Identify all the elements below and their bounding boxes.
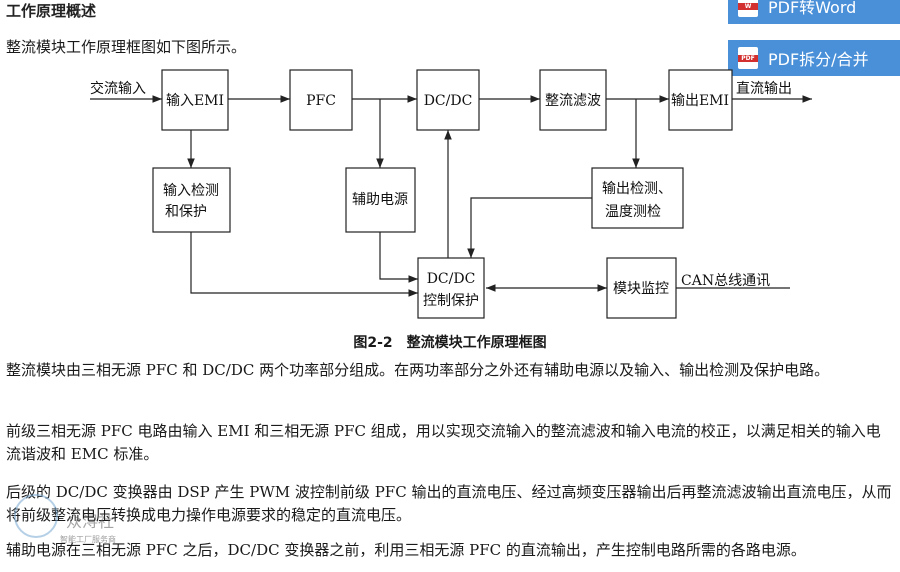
arrow-aux-to-ctrl bbox=[379, 232, 418, 283]
svg-text:PFC: PFC bbox=[306, 93, 336, 109]
arrow-outdetect-to-ctrl bbox=[467, 197, 592, 258]
box-rectify-filter: 整流滤波 bbox=[539, 69, 607, 131]
svg-text:辅助电源: 辅助电源 bbox=[352, 192, 408, 208]
label-can-bus: CAN总线通讯 bbox=[681, 273, 770, 289]
paragraph-3: 后级的 DC/DC 变换器由 DSP 产生 PWM 波控制前级 PFC 输出的直… bbox=[6, 483, 892, 524]
svg-text:模块监控: 模块监控 bbox=[613, 281, 669, 297]
label-dc-output: 直流输出 bbox=[736, 80, 792, 97]
figure-caption: 图2-2 整流模块工作原理框图 bbox=[353, 335, 547, 351]
box-aux-power: 辅助电源 bbox=[345, 167, 416, 233]
box-module-monitor: 模块监控 bbox=[606, 257, 677, 319]
box-dcdc: DC/DC bbox=[416, 69, 480, 131]
pdf-to-word-button[interactable]: W PDF转Word bbox=[728, 0, 900, 24]
svg-text:和保护: 和保护 bbox=[165, 204, 207, 220]
pdf-split-merge-button[interactable]: PDF PDF拆分/合并 bbox=[728, 40, 900, 76]
intro-text: 整流模块工作原理框图如下图所示。 bbox=[6, 38, 247, 56]
pdf-split-merge-label: PDF拆分/合并 bbox=[768, 50, 869, 69]
pdf-icon: PDF bbox=[738, 47, 758, 69]
box-output-detect: 输出检测、 温度测检 bbox=[591, 167, 684, 229]
paragraph-2: 前级三相无源 PFC 电路由输入 EMI 和三相无源 PFC 组成，用以实现交流… bbox=[6, 422, 881, 463]
svg-text:温度测检: 温度测检 bbox=[605, 204, 661, 220]
word-icon: W bbox=[738, 0, 758, 17]
svg-text:输出检测、: 输出检测、 bbox=[602, 181, 672, 197]
label-ac-input: 交流输入 bbox=[90, 80, 146, 97]
svg-text:DC/DC: DC/DC bbox=[424, 93, 473, 109]
block-diagram: 输入EMI PFC DC/DC 整流滤波 输出EMI 输入检测 和保护 辅助电源… bbox=[90, 69, 812, 319]
box-pfc: PFC bbox=[289, 69, 353, 131]
box-dcdc-control: DC/DC 控制保护 bbox=[417, 257, 485, 319]
svg-text:输出EMI: 输出EMI bbox=[671, 93, 729, 109]
svg-text:输入EMI: 输入EMI bbox=[166, 93, 224, 109]
box-output-emi: 输出EMI bbox=[668, 69, 733, 131]
svg-text:DC/DC: DC/DC bbox=[427, 271, 476, 287]
svg-text:控制保护: 控制保护 bbox=[423, 293, 479, 309]
section-title: 工作原理概述 bbox=[6, 2, 97, 20]
svg-text:整流滤波: 整流滤波 bbox=[545, 93, 601, 109]
paragraph-4: 辅助电源在三相无源 PFC 之后，DC/DC 变换器之前，利用三相无源 PFC … bbox=[6, 541, 806, 559]
paragraph-1: 整流模块由三相无源 PFC 和 DC/DC 两个功率部分组成。在两功率部分之外还… bbox=[6, 361, 830, 379]
arrow-detect-to-ctrl bbox=[190, 232, 418, 297]
svg-text:输入检测: 输入检测 bbox=[163, 183, 219, 199]
box-input-emi: 输入EMI bbox=[161, 69, 229, 131]
pdf-to-word-label: PDF转Word bbox=[768, 0, 857, 17]
box-input-detect: 输入检测 和保护 bbox=[152, 167, 231, 233]
